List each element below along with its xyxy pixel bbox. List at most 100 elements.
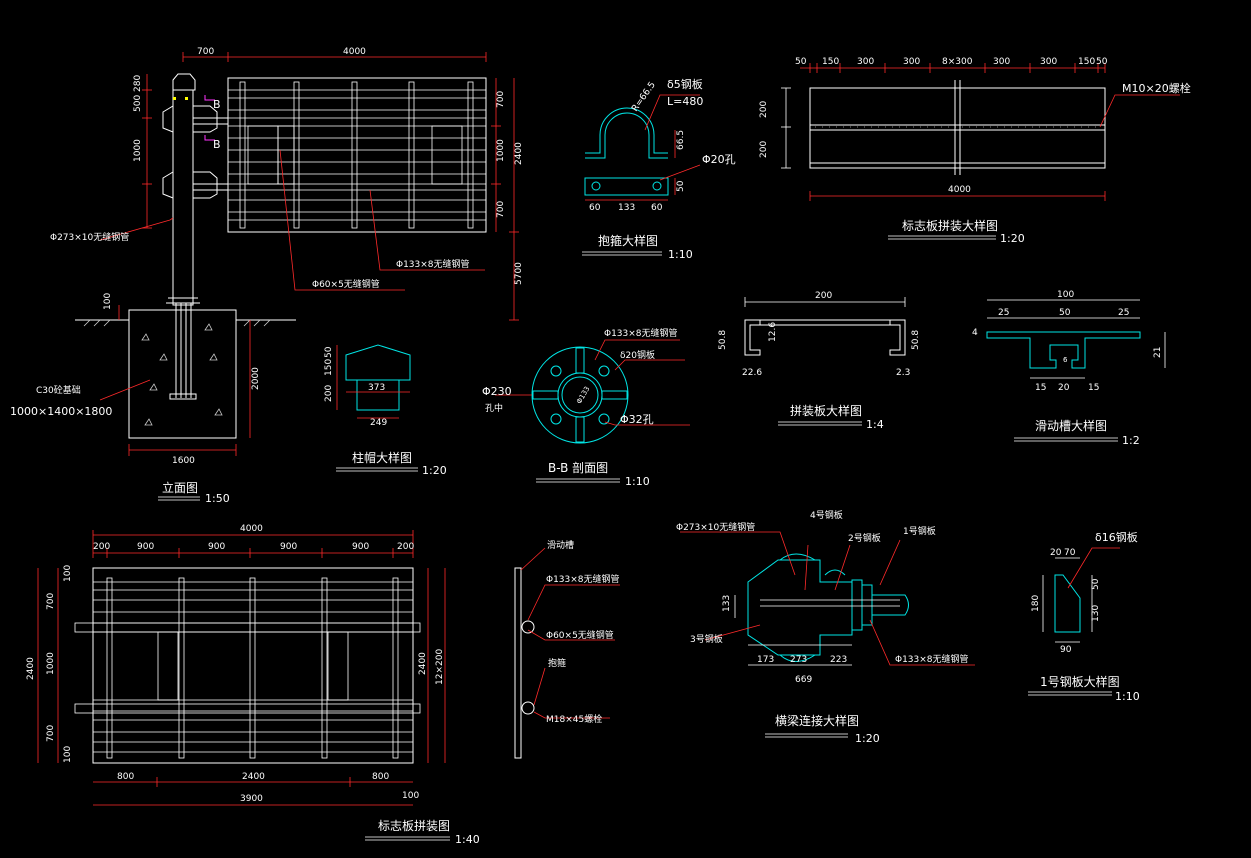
bb-label-pipe133: Φ133×8无缝钢管 xyxy=(604,327,678,339)
sp-dim-200: 200 xyxy=(815,291,832,301)
bj-label-plate2: 2号钢板 xyxy=(848,532,881,544)
bj-dim-223: 223 xyxy=(830,655,847,665)
board-left-1000: 1000 xyxy=(46,652,56,675)
dim-5700: 5700 xyxy=(514,262,524,285)
hoop-dim-66-5: 66.5 xyxy=(676,130,686,150)
dim-1600: 1600 xyxy=(172,456,195,466)
p1-dim-70: 70 xyxy=(1064,548,1076,558)
side-label-pipe133: Φ133×8无缝钢管 xyxy=(546,573,620,585)
side-section xyxy=(514,567,535,759)
pa-dim-50-b: 50 xyxy=(1096,57,1108,67)
cap-detail xyxy=(345,344,411,411)
panel-assembly-texts: 50 150 300 300 8×300 300 300 150 50 200 … xyxy=(759,57,1191,245)
pa-dim-8x300: 8×300 xyxy=(942,57,973,67)
section-mark-b-upper: B xyxy=(213,98,221,111)
splice-plate-scale: 1:4 xyxy=(866,418,884,431)
board-bottom-100: 100 xyxy=(402,791,419,801)
beam-joint-detail xyxy=(747,553,909,662)
side-label-pipe60: Φ60×5无缝钢管 xyxy=(546,629,614,641)
sg-dim-21: 21 xyxy=(1153,347,1163,358)
bj-label-pipe273: Φ273×10无缝钢管 xyxy=(676,521,755,533)
pa-dim-300-b: 300 xyxy=(903,57,920,67)
splice-plate-title: 拼装板大样图 xyxy=(790,403,862,418)
bb-label-hole: Φ32孔 xyxy=(620,413,654,426)
board-left-2400: 2400 xyxy=(26,657,36,680)
sg-dim-4: 4 xyxy=(972,328,978,338)
hoop-label-length: L=480 xyxy=(667,95,703,108)
sp-dim-2-3: 2.3 xyxy=(896,368,910,378)
sg-dim-100: 100 xyxy=(1057,290,1074,300)
dim-700-right-2: 700 xyxy=(496,201,506,218)
sg-dim-25-b: 25 xyxy=(1118,308,1129,318)
pa-dim-300-d: 300 xyxy=(1040,57,1057,67)
board-bottom-800-b: 800 xyxy=(372,772,389,782)
cap-scale: 1:20 xyxy=(422,464,447,477)
elevation-scale: 1:50 xyxy=(205,492,230,505)
board-dim-900-d: 900 xyxy=(352,542,369,552)
board-texts: 4000 200 900 900 900 900 200 100 700 240… xyxy=(26,524,480,846)
bj-dim-173: 173 xyxy=(757,655,774,665)
beam-joint-title: 横梁连接大样图 xyxy=(775,713,859,728)
board-bottom-3900: 3900 xyxy=(240,794,263,804)
p1-dim-180: 180 xyxy=(1031,595,1041,612)
bb-label-pipe: Φ133 xyxy=(575,385,591,405)
hoop-dim-50: 50 xyxy=(676,180,686,192)
bj-label-plate4: 4号钢板 xyxy=(810,509,843,521)
hoop-dim-133: 133 xyxy=(618,203,635,213)
hoop-dim-60-a: 60 xyxy=(589,203,601,213)
cap-dim-249: 249 xyxy=(370,418,387,428)
sg-dim-20: 20 xyxy=(1058,383,1070,393)
sg-dim-15-a: 15 xyxy=(1035,383,1046,393)
bj-dim-669: 669 xyxy=(795,675,812,685)
pa-dim-300-c: 300 xyxy=(993,57,1010,67)
sp-dim-50-8-left: 50.8 xyxy=(718,330,728,350)
dim-1000-right: 1000 xyxy=(496,139,506,162)
label-pipe60: Φ60×5无缝钢管 xyxy=(312,278,380,290)
side-label-hoop: 抱箍 xyxy=(548,657,566,669)
section-bb-title: B-B 剖面图 xyxy=(548,461,608,475)
pa-dim-150-b: 150 xyxy=(1078,57,1095,67)
dim-500: 500 xyxy=(133,95,143,112)
pa-dim-4000: 4000 xyxy=(948,185,971,195)
hoop-title: 抱箍大样图 xyxy=(598,233,658,248)
p1-dim-90: 90 xyxy=(1060,645,1072,655)
bb-label-hole-circle-sub: 孔中 xyxy=(485,402,503,414)
p1-dim-130: 130 xyxy=(1091,605,1101,622)
cap-dim-373: 373 xyxy=(368,383,385,393)
plate1-title: 1号钢板大样图 xyxy=(1040,674,1120,689)
slide-groove-scale: 1:2 xyxy=(1122,434,1140,447)
splice-plate-detail xyxy=(744,319,906,356)
dim-280: 280 xyxy=(133,75,143,92)
label-foundation-size: 1000×1400×1800 xyxy=(10,405,112,418)
hoop-dim-60-b: 60 xyxy=(651,203,663,213)
sg-dim-15-b: 15 xyxy=(1088,383,1099,393)
label-pipe133: Φ133×8无缝钢管 xyxy=(396,258,470,270)
dim-100-base: 100 xyxy=(103,293,113,310)
hoop-detail xyxy=(584,107,669,196)
label-pipe273: Φ273×10无缝钢管 xyxy=(50,231,129,243)
beam-joint-scale: 1:20 xyxy=(855,732,880,745)
pa-side-200-a: 200 xyxy=(759,101,769,118)
panel-assembly-detail xyxy=(809,80,1106,175)
board-right-2400: 2400 xyxy=(418,652,428,675)
sp-dim-12-6: 12.6 xyxy=(768,322,778,342)
dim-700-right-1: 700 xyxy=(496,91,506,108)
bj-label-pipe133: Φ133×8无缝钢管 xyxy=(895,653,969,665)
dim-4000-top: 4000 xyxy=(343,47,366,57)
label-foundation: C30砼基础 xyxy=(36,384,81,396)
board-bottom-2400: 2400 xyxy=(242,772,265,782)
hoop-texts: δ5钢板 L=480 R=66.5 Φ20孔 66.5 50 60 133 60… xyxy=(589,77,736,261)
sp-dim-22-6: 22.6 xyxy=(742,368,762,378)
board-dim-200-b: 200 xyxy=(397,542,414,552)
side-label-bolt: M18×45螺栓 xyxy=(546,713,602,725)
elevation-title: 立面图 xyxy=(162,480,198,495)
cap-dim-50: 50 xyxy=(324,346,334,358)
bj-dim-273: 273 xyxy=(790,655,807,665)
dim-2000: 2000 xyxy=(251,367,261,390)
hoop-label-hole: Φ20孔 xyxy=(702,153,736,166)
bj-label-plate3: 3号钢板 xyxy=(690,633,723,645)
board-title: 标志板拼装图 xyxy=(378,819,450,833)
board-assembly xyxy=(74,567,421,764)
cap-dim-200: 200 xyxy=(324,385,334,402)
